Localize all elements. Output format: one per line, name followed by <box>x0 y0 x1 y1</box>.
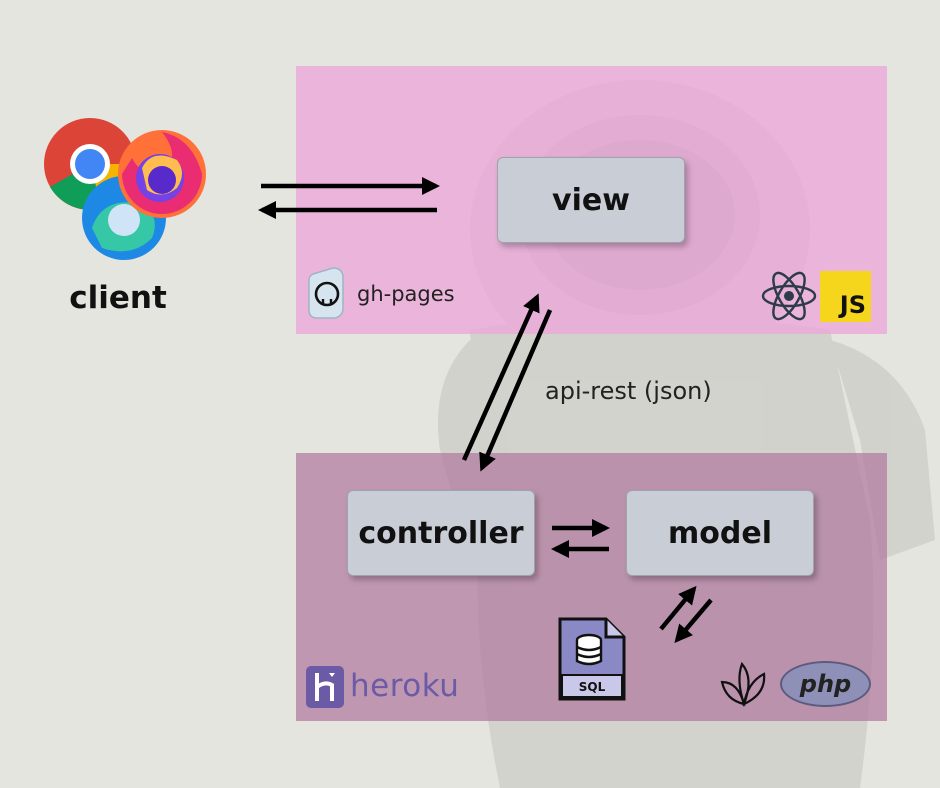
sql-label: SQL <box>578 680 606 694</box>
heroku-icon <box>306 666 344 708</box>
heroku-label: heroku <box>350 668 460 704</box>
controller-box: controller <box>347 490 535 576</box>
sql-database-icon <box>558 617 626 701</box>
api-rest-label: api-rest (json) <box>545 377 712 405</box>
github-octocat-icon <box>308 267 344 319</box>
react-icon <box>761 271 817 321</box>
slim-framework-icon <box>720 661 766 708</box>
view-box: view <box>497 157 685 243</box>
gh-pages-label: gh-pages <box>357 282 455 306</box>
browser-icons-group <box>44 118 206 260</box>
client-label: client <box>69 280 167 316</box>
php-logo: php <box>780 661 871 707</box>
js-badge: JS <box>820 271 871 322</box>
model-box: model <box>626 490 814 576</box>
firefox-icon <box>118 130 206 218</box>
